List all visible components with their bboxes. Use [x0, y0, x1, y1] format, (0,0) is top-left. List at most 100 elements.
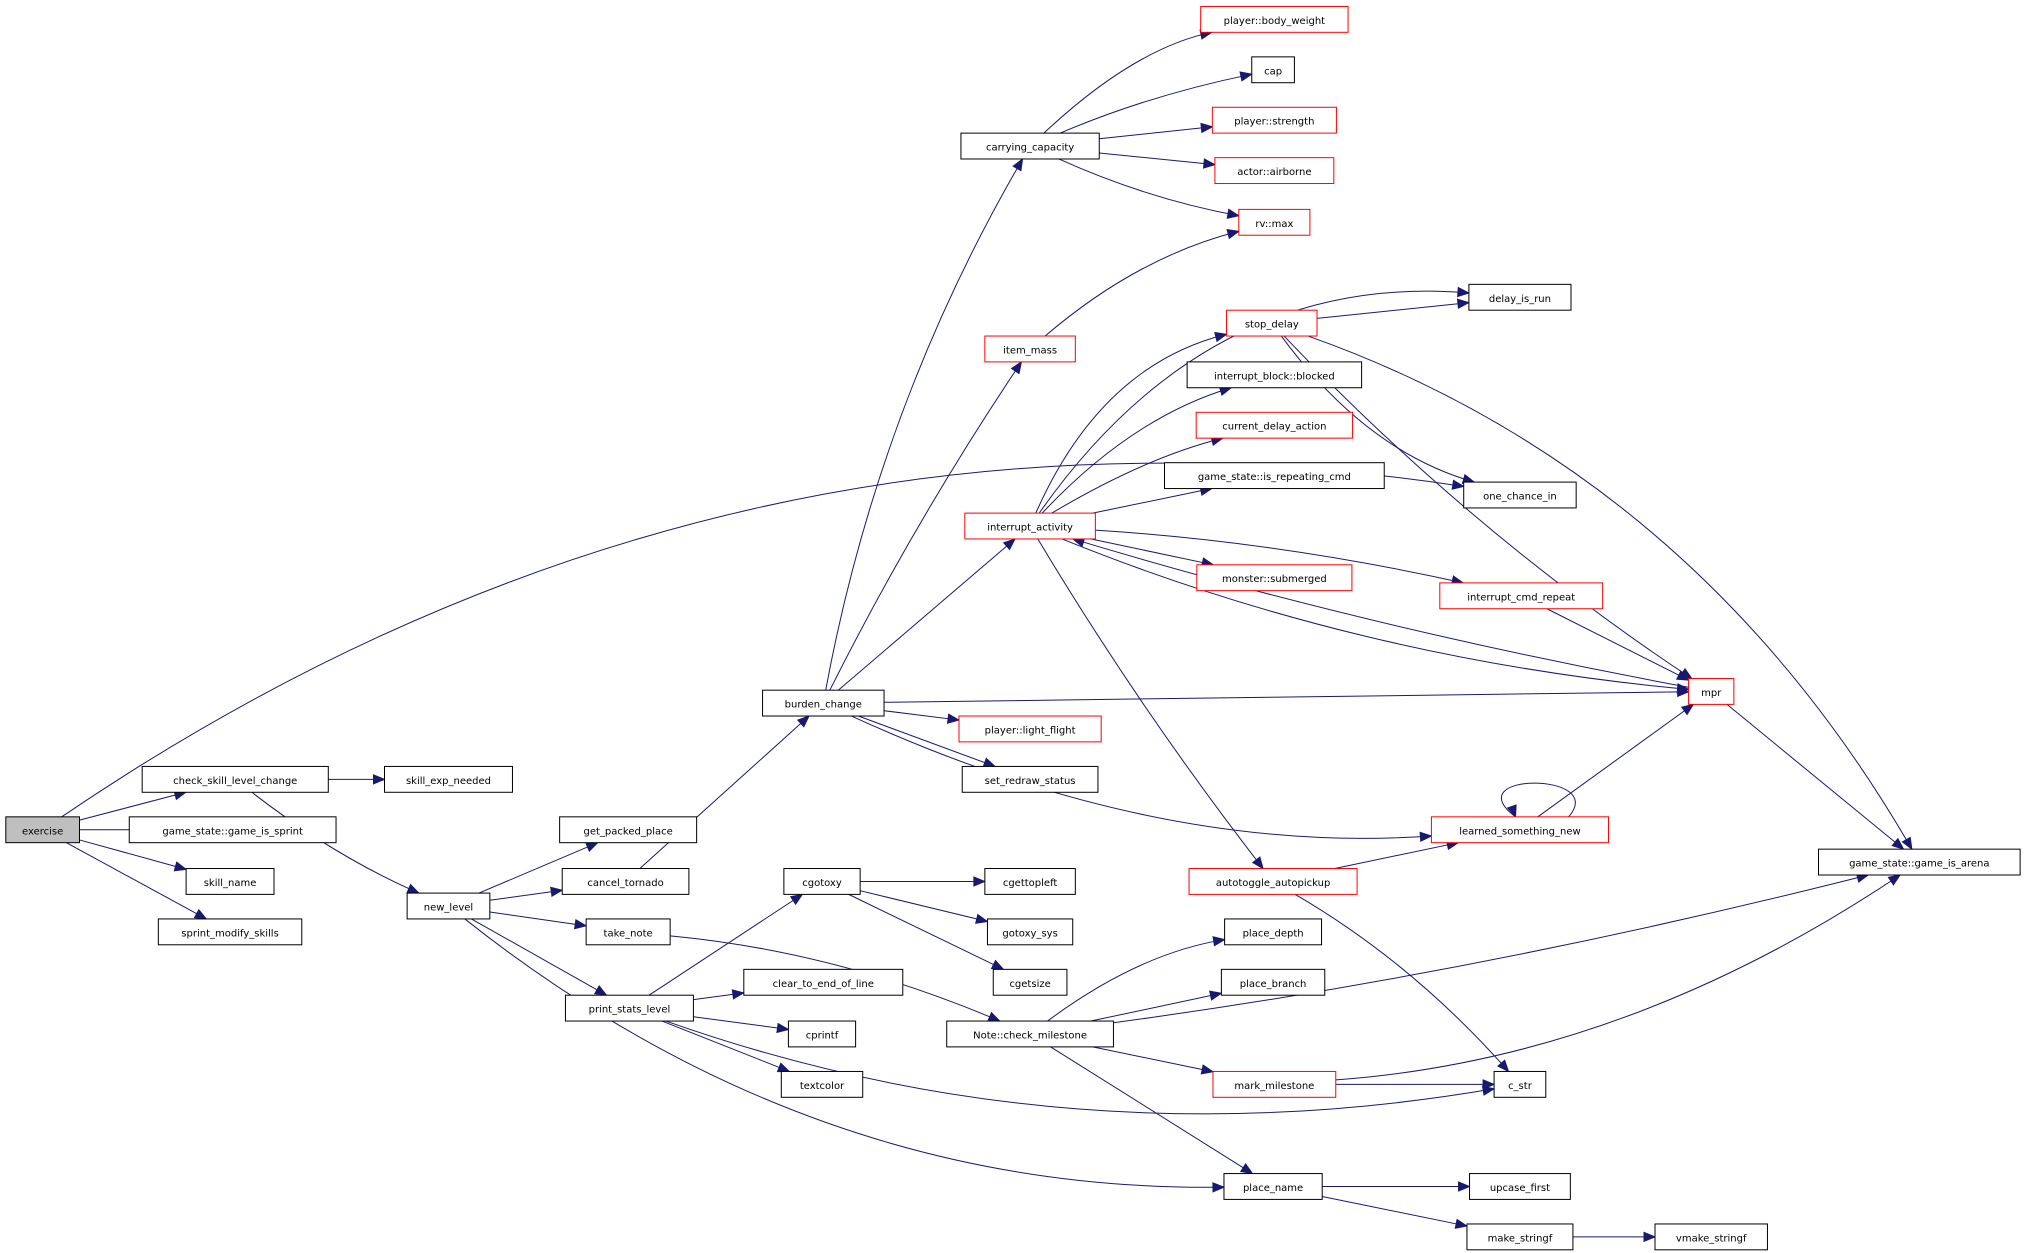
node-delay_is_run[interactable]: delay_is_run — [1468, 283, 1572, 311]
edge-autotoggle_autopickup-to-c_str — [1295, 893, 1510, 1073]
edge-line — [1283, 335, 1693, 679]
edge-line — [61, 462, 1464, 818]
node-interrupt_block[interactable]: interrupt_block::blocked — [1186, 361, 1363, 389]
node-label: upcase_first — [1490, 1183, 1550, 1194]
node-new_level[interactable]: new_level — [406, 892, 491, 920]
node-autotoggle_autopickup[interactable]: autotoggle_autopickup — [1188, 868, 1358, 895]
node-label: autotoggle_autopickup — [1216, 878, 1330, 889]
edge-line — [1099, 126, 1213, 140]
node-box — [1466, 1223, 1574, 1251]
edge-line — [884, 691, 1689, 703]
node-light_flight[interactable]: player::light_flight — [958, 715, 1102, 743]
node-learned_something_new[interactable]: learned_something_new — [1430, 816, 1609, 844]
node-label: cprintf — [806, 1030, 839, 1041]
node-label: skill_name — [204, 878, 257, 889]
node-stop_delay[interactable]: stop_delay — [1226, 309, 1318, 337]
node-is_repeating_cmd[interactable]: game_state::is_repeating_cmd — [1164, 462, 1385, 490]
node-textcolor[interactable]: textcolor — [780, 1070, 864, 1098]
node-label: vmake_stringf — [1676, 1233, 1747, 1244]
node-c_str[interactable]: c_str — [1493, 1070, 1547, 1098]
node-burden_change[interactable]: burden_change — [762, 689, 885, 717]
node-place_branch[interactable]: place_branch — [1220, 968, 1326, 996]
node-clear_to_end_of_line[interactable]: clear_to_end_of_line — [743, 968, 904, 996]
edge-line — [860, 890, 988, 923]
arrowhead — [1482, 1079, 1496, 1090]
node-skill_name[interactable]: skill_name — [185, 868, 275, 895]
node-box — [783, 868, 861, 895]
node-box — [1223, 1173, 1323, 1200]
edge-autotoggle_autopickup-to-learned_something_new — [1334, 839, 1460, 870]
node-label: rv::max — [1255, 219, 1293, 230]
node-check_milestone[interactable]: Note::check_milestone — [946, 1020, 1114, 1048]
arrowhead — [975, 913, 989, 924]
node-game_is_sprint[interactable]: game_state::game_is_sprint — [128, 816, 337, 844]
node-label: player::body_weight — [1224, 16, 1326, 27]
node-cap[interactable]: cap — [1251, 56, 1295, 84]
arrowhead — [173, 861, 188, 872]
node-make_stringf[interactable]: make_stringf — [1466, 1223, 1574, 1251]
edge-line — [1092, 488, 1212, 514]
node-box — [1817, 848, 2021, 876]
node-cgetsize[interactable]: cgetsize — [992, 968, 1068, 996]
node-box — [946, 1020, 1114, 1048]
edge-stop_delay-to-delay_is_run — [1316, 298, 1471, 319]
arrowhead — [973, 876, 987, 887]
node-set_redraw_status[interactable]: set_redraw_status — [961, 765, 1099, 793]
node-airborne[interactable]: actor::airborne — [1214, 157, 1335, 185]
node-upcase_first[interactable]: upcase_first — [1469, 1173, 1571, 1200]
node-check_skill_level_change[interactable]: check_skill_level_change — [141, 765, 329, 793]
edge-burden_change-to-set_redraw_status — [858, 715, 997, 768]
node-box — [1238, 208, 1311, 236]
node-carrying_capacity[interactable]: carrying_capacity — [960, 132, 1100, 160]
node-label: set_redraw_status — [985, 776, 1076, 787]
node-body_weight[interactable]: player::body_weight — [1200, 5, 1349, 33]
node-get_packed_place[interactable]: get_packed_place — [559, 816, 698, 844]
edge-check_milestone-to-place_branch — [1090, 990, 1223, 1022]
node-one_chance_in[interactable]: one_chance_in — [1463, 481, 1577, 509]
node-label: player::light_flight — [985, 725, 1076, 736]
node-mpr[interactable]: mpr — [1688, 678, 1735, 705]
node-game_is_arena[interactable]: game_state::game_is_arena — [1817, 848, 2021, 876]
node-label: textcolor — [800, 1081, 845, 1092]
node-take_note[interactable]: take_note — [585, 918, 671, 946]
arrowhead — [1887, 874, 1902, 886]
node-box — [1688, 678, 1735, 705]
edge-line — [471, 918, 607, 996]
node-mark_milestone[interactable]: mark_milestone — [1212, 1070, 1337, 1098]
node-label: player::strength — [1234, 117, 1314, 128]
node-box — [960, 132, 1100, 160]
node-label: Note::check_milestone — [973, 1030, 1087, 1041]
node-interrupt_activity[interactable]: interrupt_activity — [964, 512, 1096, 540]
node-cancel_tornado[interactable]: cancel_tornado — [561, 868, 690, 895]
node-place_name[interactable]: place_name — [1223, 1173, 1323, 1200]
node-cgotoxy[interactable]: cgotoxy — [783, 868, 861, 895]
node-interrupt_cmd_repeat[interactable]: interrupt_cmd_repeat — [1439, 582, 1604, 610]
arrowhead — [1002, 538, 1017, 551]
edges-layer — [61, 29, 1913, 1243]
arrowhead — [550, 886, 564, 898]
node-submerged[interactable]: monster::submerged — [1196, 564, 1353, 592]
node-item_mass[interactable]: item_mass — [984, 335, 1076, 363]
node-current_delay_action[interactable]: current_delay_action — [1195, 411, 1354, 439]
edge-new_level-to-print_stats_level — [471, 918, 608, 996]
node-label: check_skill_level_change — [173, 776, 297, 787]
edge-exercise-to-sprint_modify_skills — [66, 842, 208, 920]
node-place_depth[interactable]: place_depth — [1224, 918, 1323, 946]
edge-line — [825, 158, 1023, 691]
node-cgettopleft[interactable]: cgettopleft — [984, 868, 1076, 895]
node-print_stats_level[interactable]: print_stats_level — [564, 994, 694, 1022]
edge-line — [66, 842, 207, 920]
edge-print_stats_level-to-cprintf — [693, 1016, 790, 1034]
edge-mpr-to-game_is_arena — [1726, 704, 1905, 850]
edge-place_name-to-make_stringf — [1322, 1196, 1469, 1229]
node-skill_exp_needed[interactable]: skill_exp_needed — [384, 765, 513, 793]
node-sprint_modify_skills[interactable]: sprint_modify_skills — [157, 918, 303, 946]
node-vmake_stringf[interactable]: vmake_stringf — [1654, 1223, 1768, 1251]
node-rv_max[interactable]: rv::max — [1238, 208, 1311, 236]
edge-line — [661, 1020, 790, 1072]
node-exercise[interactable]: exercise — [5, 816, 80, 844]
node-gotoxy_sys[interactable]: gotoxy_sys — [986, 918, 1074, 946]
node-strength[interactable]: player::strength — [1211, 106, 1337, 134]
node-cprintf[interactable]: cprintf — [787, 1020, 857, 1048]
edge-line — [851, 715, 1432, 839]
